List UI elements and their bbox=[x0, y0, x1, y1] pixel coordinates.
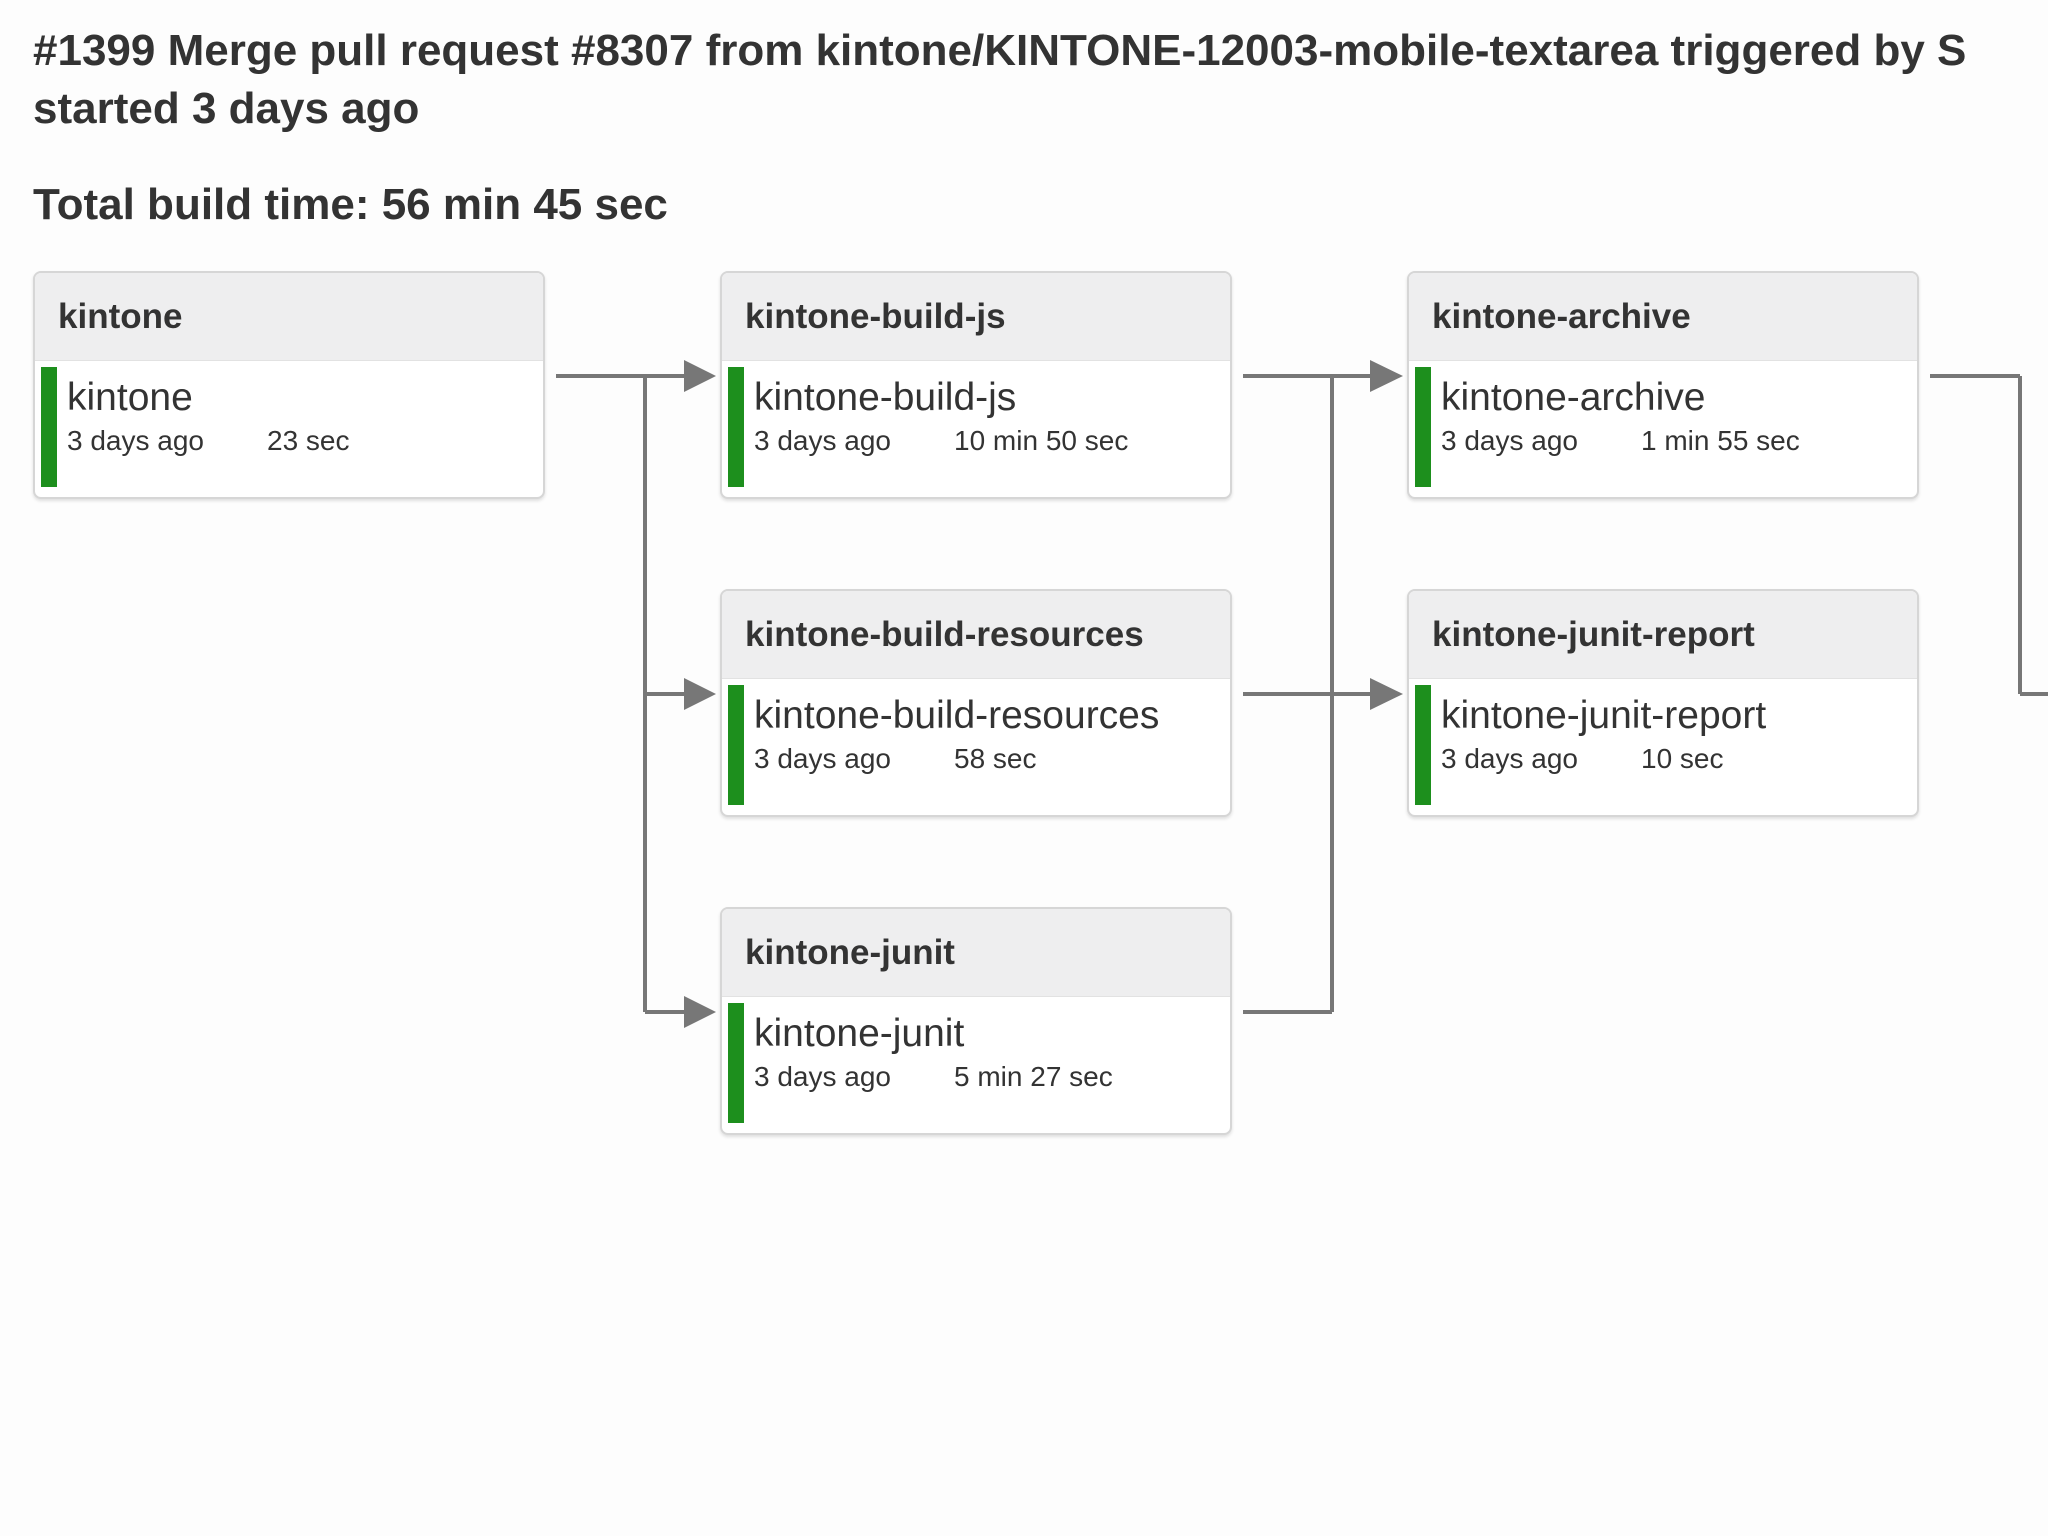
job-card-kintone-archive[interactable]: kintone-archive kintone-archive 3 days a… bbox=[1407, 271, 1919, 499]
total-build-time: Total build time: 56 min 45 sec bbox=[33, 180, 668, 229]
status-success-indicator bbox=[728, 367, 744, 487]
job-name[interactable]: kintone-build-resources bbox=[754, 694, 1160, 737]
job-duration: 23 sec bbox=[267, 425, 350, 456]
job-header[interactable]: kintone-build-resources bbox=[722, 591, 1230, 679]
job-duration: 1 min 55 sec bbox=[1641, 425, 1800, 456]
status-success-indicator bbox=[1415, 367, 1431, 487]
job-card-kintone-junit-report[interactable]: kintone-junit-report kintone-junit-repor… bbox=[1407, 589, 1919, 817]
status-success-indicator bbox=[1415, 685, 1431, 805]
job-body: kintone-archive 3 days ago 1 min 55 sec bbox=[1409, 361, 1917, 497]
job-name[interactable]: kintone-junit-report bbox=[1441, 694, 1767, 737]
arrow-icon bbox=[684, 360, 716, 392]
job-time-ago: 3 days ago bbox=[1441, 425, 1578, 456]
build-started-line: started 3 days ago bbox=[33, 84, 420, 133]
job-header[interactable]: kintone-build-js bbox=[722, 273, 1230, 361]
job-time-ago: 3 days ago bbox=[754, 743, 891, 774]
job-card-kintone-build-resources[interactable]: kintone-build-resources kintone-build-re… bbox=[720, 589, 1232, 817]
job-meta: 3 days ago 10 sec bbox=[1441, 741, 1724, 777]
job-header[interactable]: kintone-junit bbox=[722, 909, 1230, 997]
job-name[interactable]: kintone-junit bbox=[754, 1012, 965, 1055]
build-title-line: #1399 Merge pull request #8307 from kint… bbox=[33, 26, 1967, 75]
job-header[interactable]: kintone-junit-report bbox=[1409, 591, 1917, 679]
job-header[interactable]: kintone-archive bbox=[1409, 273, 1917, 361]
job-body: kintone-build-resources 3 days ago 58 sec bbox=[722, 679, 1230, 815]
job-meta: 3 days ago 10 min 50 sec bbox=[754, 423, 1128, 459]
job-meta: 3 days ago 58 sec bbox=[754, 741, 1037, 777]
job-name[interactable]: kintone-archive bbox=[1441, 376, 1706, 419]
job-card-kintone-junit[interactable]: kintone-junit kintone-junit 3 days ago 5 … bbox=[720, 907, 1232, 1135]
job-duration: 10 sec bbox=[1641, 743, 1724, 774]
job-time-ago: 3 days ago bbox=[67, 425, 204, 456]
status-success-indicator bbox=[728, 1003, 744, 1123]
job-meta: 3 days ago 5 min 27 sec bbox=[754, 1059, 1113, 1095]
job-body: kintone-junit-report 3 days ago 10 sec bbox=[1409, 679, 1917, 815]
job-meta: 3 days ago 23 sec bbox=[67, 423, 350, 459]
job-body: kintone 3 days ago 23 sec bbox=[35, 361, 543, 497]
job-time-ago: 3 days ago bbox=[754, 425, 891, 456]
status-success-indicator bbox=[728, 685, 744, 805]
arrow-icon bbox=[684, 678, 716, 710]
job-name[interactable]: kintone-build-js bbox=[754, 376, 1017, 419]
job-card-kintone[interactable]: kintone kintone 3 days ago 23 sec bbox=[33, 271, 545, 499]
job-duration: 58 sec bbox=[954, 743, 1037, 774]
job-duration: 5 min 27 sec bbox=[954, 1061, 1113, 1092]
arrow-icon bbox=[684, 996, 716, 1028]
job-name[interactable]: kintone bbox=[67, 376, 193, 419]
job-time-ago: 3 days ago bbox=[754, 1061, 891, 1092]
arrow-icon bbox=[1370, 360, 1403, 392]
job-duration: 10 min 50 sec bbox=[954, 425, 1129, 456]
job-body: kintone-junit 3 days ago 5 min 27 sec bbox=[722, 997, 1230, 1133]
job-card-kintone-build-js[interactable]: kintone-build-js kintone-build-js 3 days… bbox=[720, 271, 1232, 499]
build-title: #1399 Merge pull request #8307 from kint… bbox=[33, 22, 2033, 138]
status-success-indicator bbox=[41, 367, 57, 487]
job-header[interactable]: kintone bbox=[35, 273, 543, 361]
job-time-ago: 3 days ago bbox=[1441, 743, 1578, 774]
job-body: kintone-build-js 3 days ago 10 min 50 sec bbox=[722, 361, 1230, 497]
arrow-icon bbox=[1370, 678, 1403, 710]
job-meta: 3 days ago 1 min 55 sec bbox=[1441, 423, 1800, 459]
